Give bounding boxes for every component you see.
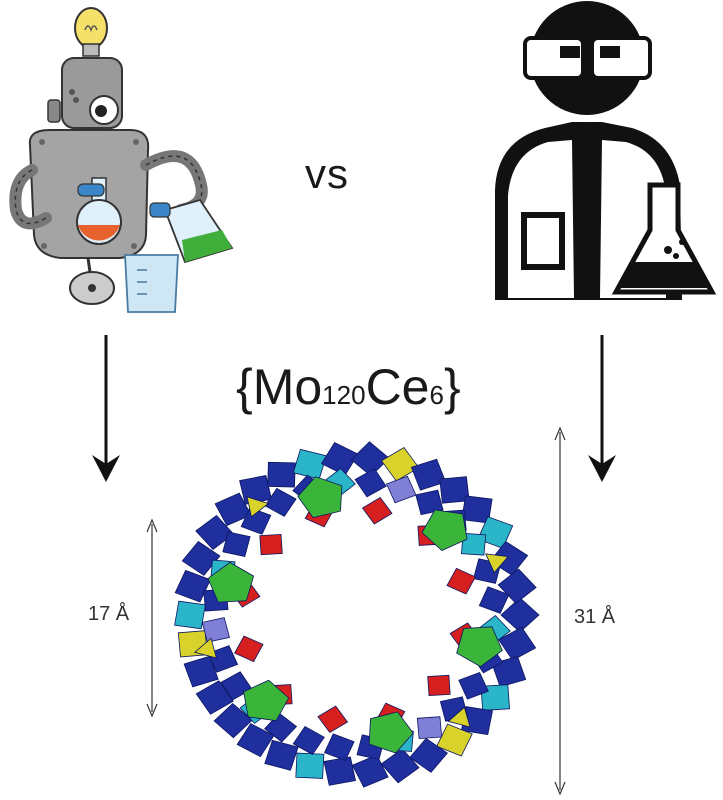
accent-polyhedron [485,553,509,574]
inner-polyhedron [427,674,451,697]
formula-mo: {Mo [236,359,323,415]
outer-polyhedron [267,461,296,488]
human-chemist-icon [495,1,717,300]
mid-polyhedron [478,586,510,614]
outer-polyhedron [410,458,447,491]
inner-polyhedron [234,635,264,663]
outer-dimension-line [554,426,566,796]
mid-polyhedron [354,468,387,498]
cerium-polyhedron [456,626,503,668]
cerium-polyhedron [421,509,468,551]
outer-polyhedron [436,723,473,757]
inner-dimension-line [146,518,158,718]
mid-polyhedron [201,617,230,643]
outer-polyhedron [295,752,325,779]
inner-polyhedron [317,705,349,734]
formula-label: {Mo120Ce6} [236,358,461,416]
outer-polyhedron [195,514,235,551]
versus-label: vs [305,150,349,197]
lab-flask-icon [611,182,717,295]
formula-mo-count: 120 [322,380,366,410]
light-bulb-icon [74,7,108,57]
outer-polyhedron [181,540,221,576]
inner-polyhedron [446,567,476,595]
outer-polyhedron [292,448,327,480]
polyoxometalate-ring-icon [174,441,540,788]
inner-diameter-label: 17 Å [88,603,130,625]
round-flask-icon [76,177,122,245]
beaker-icon [124,254,179,313]
cerium-polyhedron [207,561,255,603]
formula-close: } [443,359,461,415]
mid-polyhedron [207,645,239,673]
formula-ce-count: 6 [429,380,444,410]
inner-polyhedron [361,496,393,525]
outer-polyhedron [195,680,234,715]
inner-polyhedron [259,533,283,556]
outer-polyhedron [183,655,219,688]
cerium-polyhedron [297,476,343,519]
outer-polyhedron [214,492,252,527]
accent-polyhedron [193,637,217,659]
accent-polyhedron [246,496,270,518]
mid-polyhedron [323,733,355,762]
mid-polyhedron [264,487,297,517]
erlenmeyer-flask-icon [149,198,234,264]
outer-polyhedron [477,516,514,549]
outer-polyhedron [461,495,493,524]
mid-polyhedron [460,532,487,556]
outer-polyhedron [174,569,211,603]
formula-ce: Ce [365,359,430,415]
mid-polyhedron [415,489,444,516]
mid-polyhedron [416,716,443,740]
outer-polyhedron [380,446,420,482]
outer-polyhedron [460,706,493,736]
outer-polyhedron [174,600,206,630]
cerium-polyhedron [243,679,290,722]
outer-polyhedron [500,597,540,633]
mid-polyhedron [292,725,325,756]
robot-chemist-icon [9,7,234,313]
accent-polyhedron [447,706,471,728]
mid-polyhedron [385,475,417,504]
outer-polyhedron [323,756,356,786]
outer-polyhedron [350,441,390,477]
outer-diameter-label: 31 Å [574,606,616,628]
outer-polyhedron [351,754,389,788]
mid-polyhedron [240,507,272,535]
cerium-polyhedron [368,711,414,754]
mid-polyhedron [458,671,489,700]
outer-polyhedron [264,739,299,771]
outer-polyhedron [439,476,470,504]
outer-polyhedron [320,441,359,476]
mid-polyhedron [222,531,251,557]
